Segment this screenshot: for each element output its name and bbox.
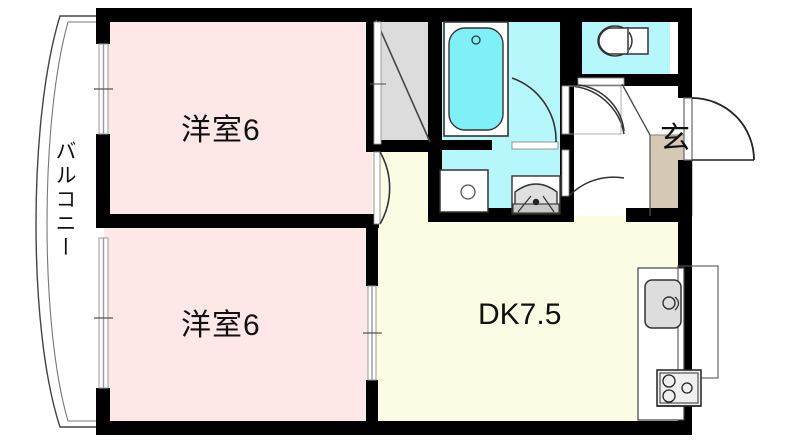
wall-between-rooms xyxy=(96,214,379,228)
closet xyxy=(370,19,431,145)
gas-stove xyxy=(656,369,702,407)
window-top-room xyxy=(94,43,113,135)
wall-bottom-room-right-upper xyxy=(366,228,378,286)
wall-closet-bottom xyxy=(366,140,440,152)
wall-right-entry-lower xyxy=(678,160,692,220)
wall-bottom-room-right-lower xyxy=(366,380,378,427)
balcony-outline xyxy=(35,15,104,428)
door-bath-vestibule[interactable] xyxy=(561,85,625,135)
bathtub xyxy=(443,21,509,137)
wall-bath-left xyxy=(428,16,442,220)
washing-machine-space xyxy=(439,169,489,213)
wall-bottom-room xyxy=(96,421,379,435)
wall-toilet-left xyxy=(568,16,582,80)
genkan-step-edge xyxy=(621,83,651,216)
door-toilet[interactable] xyxy=(577,77,625,132)
vanity-sink xyxy=(511,175,561,215)
wall-tub-washroom-divider xyxy=(434,140,492,150)
wall-left-mid xyxy=(96,134,110,228)
wall-left-upper-stub xyxy=(96,8,110,44)
window-bottom-room xyxy=(94,237,113,389)
wall-top-bath-exterior xyxy=(379,8,575,22)
wall-hall-dk-right xyxy=(626,208,692,222)
door-washroom[interactable] xyxy=(561,149,625,197)
balcony-inner-line xyxy=(46,21,100,422)
kitchen-sink xyxy=(644,279,682,329)
wall-bottom-dk xyxy=(372,421,692,435)
room-fill-washitsu-bottom xyxy=(104,228,372,427)
door-dk-to-top-room[interactable] xyxy=(373,151,391,225)
sliding-door-room-dk[interactable] xyxy=(363,285,382,381)
wall-top-toilet-exterior xyxy=(575,8,692,22)
entrance-door[interactable] xyxy=(683,97,755,161)
door-bathroom[interactable] xyxy=(511,77,559,150)
wall-top-room-exterior xyxy=(96,8,379,22)
room-fill-washitsu-top xyxy=(104,16,372,214)
toilet xyxy=(597,25,649,57)
